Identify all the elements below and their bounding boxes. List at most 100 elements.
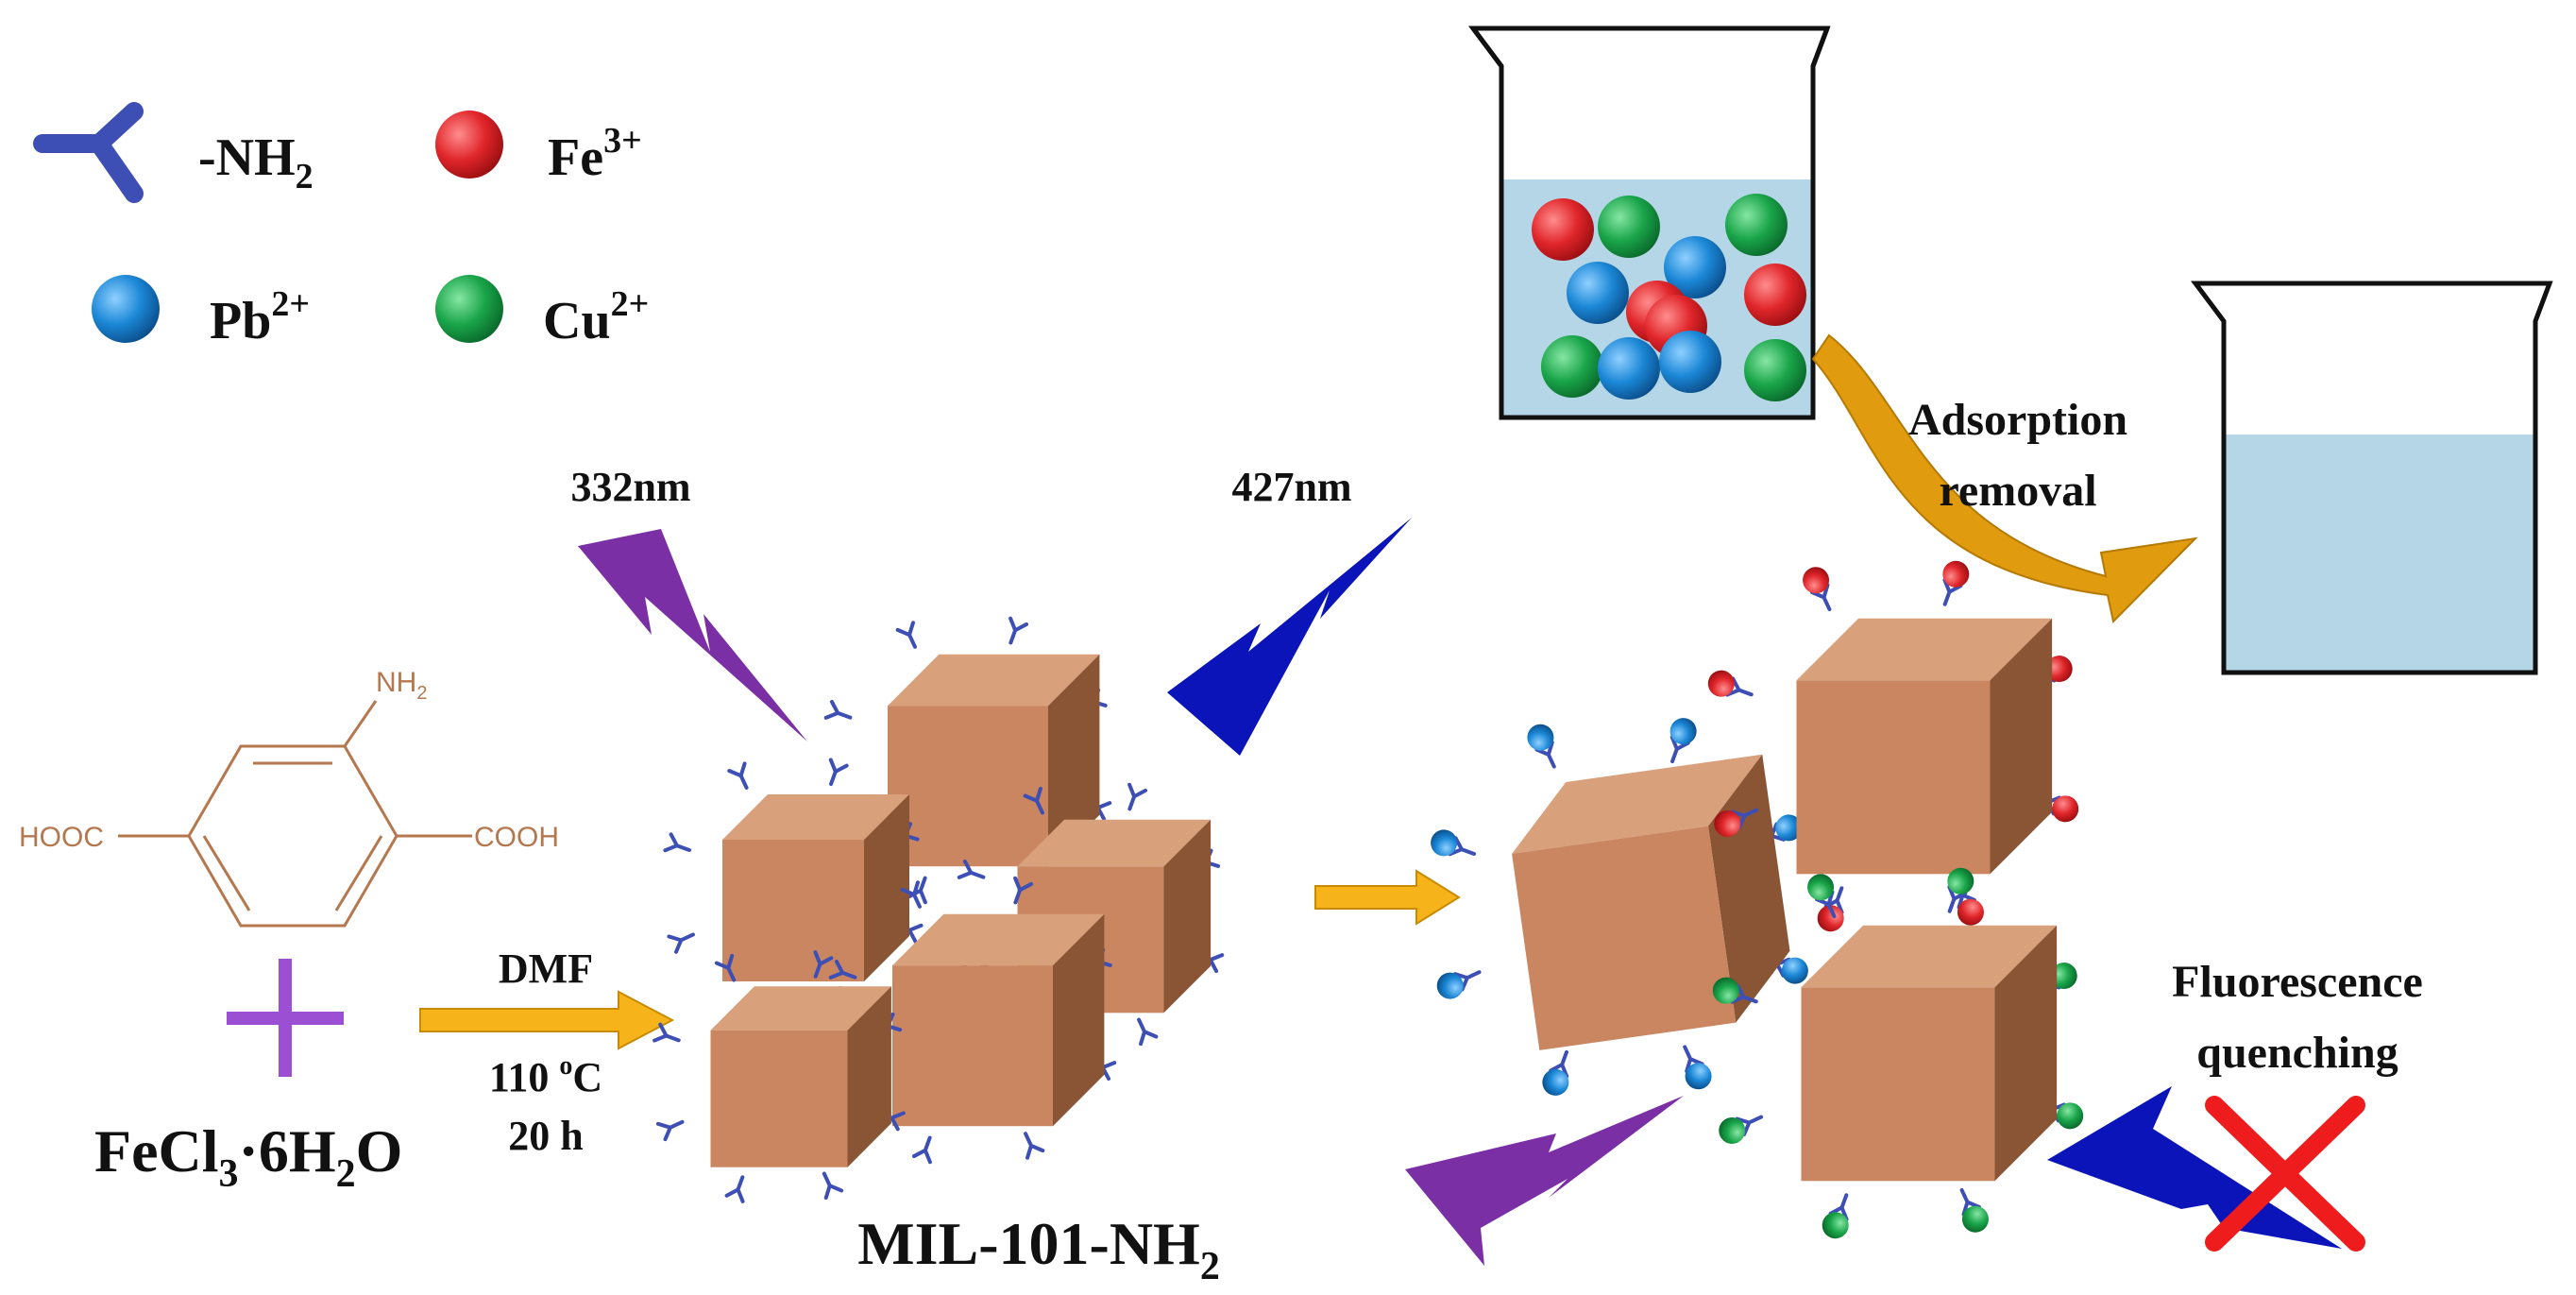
fe-ion	[1942, 560, 1970, 588]
fe-ion	[1957, 898, 1984, 926]
nh2-linker-icon	[1542, 1049, 1569, 1096]
mof-cube	[722, 794, 909, 981]
nh2-linker-icon	[813, 950, 834, 979]
fe-ion	[1803, 567, 1830, 594]
mof-cube	[1801, 925, 2058, 1182]
mof-cube	[892, 913, 1105, 1127]
fe-ion	[1532, 198, 1594, 261]
cu-ion	[1961, 1205, 1989, 1233]
nh2-linker-icon	[1013, 876, 1034, 905]
pb-ion	[1527, 724, 1554, 751]
pb-ion	[1431, 829, 1458, 857]
nh2-linker-icon	[1023, 786, 1044, 815]
excitation-light-bolt-icon	[578, 529, 807, 741]
pb-ion	[1598, 337, 1660, 400]
emission-light-bolt-icon	[1167, 518, 1412, 756]
pb-ion	[1542, 1068, 1569, 1096]
molecule-cooh-label: COOH	[474, 822, 559, 853]
mof-cube	[710, 986, 891, 1167]
nh2-linker-icon	[1436, 970, 1482, 999]
nh2-linker-icon	[724, 1175, 745, 1203]
adsorption-arrow	[1314, 869, 1461, 926]
nh2-linker-icon	[655, 1119, 685, 1142]
cu-ion	[1541, 335, 1603, 398]
nh2-linker-icon	[828, 758, 849, 787]
beaker-ions	[1532, 194, 1806, 401]
nh2-linker-icon	[1712, 977, 1758, 1004]
cu-legend-label: Cu2+	[543, 284, 649, 350]
pb-ion	[1775, 814, 1803, 842]
legend: -NH2 Fe3+ Pb2+ Cu2+	[33, 102, 649, 350]
emission-wavelength-label: 427nm	[1231, 464, 1351, 510]
time-label: 20 h	[508, 1113, 583, 1159]
nh2-linker-icon	[900, 880, 922, 909]
nh2-linker-icon	[727, 761, 749, 790]
beaker-clean	[2191, 281, 2553, 675]
synthesis-arrow	[419, 990, 675, 1050]
nh2-linker-icon	[1707, 670, 1754, 697]
nh2-linker-icon	[1137, 1017, 1159, 1047]
molecule-nh2-label: NH2	[376, 667, 427, 704]
pb-ion	[1685, 1063, 1712, 1090]
fe-ion	[2052, 795, 2079, 823]
pb-ion	[1781, 957, 1808, 984]
adsorption-label-line1: Adsorption	[1908, 395, 2127, 445]
cu-ion	[2057, 1102, 2084, 1130]
pb-ion	[1664, 236, 1726, 298]
nh2-linker-icon	[663, 832, 692, 853]
beaker-contaminated	[1468, 26, 1831, 420]
nh2-linker-icon	[907, 876, 927, 905]
nh2-linker-legend-icon	[33, 102, 144, 203]
quenching-label-line1: Fluorescence	[2172, 957, 2423, 1007]
fe-ion-legend-icon	[435, 111, 503, 179]
pb-ion	[1436, 972, 1464, 999]
fe-ion	[2045, 656, 2073, 683]
cu-ion	[1725, 194, 1788, 256]
mof-crystals	[652, 560, 2084, 1239]
cu-ion	[2050, 963, 2077, 990]
cu-ion	[1719, 1116, 1746, 1144]
cu-ion	[1947, 867, 1974, 895]
nh2-linker-icon	[1959, 1187, 1989, 1233]
fe-ion	[1744, 264, 1806, 326]
plus-icon	[227, 959, 344, 1077]
molecule-hooc-label: HOOC	[19, 822, 104, 853]
nh2-linker-icon	[911, 1135, 932, 1165]
quench-cross-icon	[2205, 1096, 2365, 1252]
adsorption-label-line2: removal	[1939, 466, 2096, 516]
fe-ion	[1714, 809, 1741, 837]
cu-ion	[1744, 339, 1806, 401]
cu-ion-legend-icon	[435, 275, 503, 343]
product-name-label: MIL-101-NH2	[857, 1210, 1220, 1288]
nh2-linker-icon	[1714, 808, 1759, 837]
cu-ion	[1712, 977, 1739, 1004]
nh2-linker-icon	[1719, 1115, 1764, 1144]
fe-ion	[1817, 905, 1844, 932]
pb-ion	[1669, 718, 1697, 745]
nh2-linker-icon	[1822, 1193, 1849, 1239]
mof-cube	[1796, 618, 2053, 875]
nh2-linker-icon	[1669, 718, 1697, 764]
pb-ion	[1659, 331, 1721, 393]
pb-legend-label: Pb2+	[210, 284, 310, 350]
excitation-light-bolt-bottom-icon	[1405, 1096, 1684, 1266]
adsorption-curved-arrow	[1811, 333, 2198, 624]
iron-chloride-label: FeCl3·6H2O	[94, 1117, 402, 1196]
nh2-linker-icon	[1947, 867, 1974, 913]
nh2-linker-icon	[714, 953, 737, 982]
excitation-wavelength-label: 332nm	[570, 464, 690, 510]
nh2-linker-icon	[895, 621, 917, 649]
nh2-linker-icon	[822, 1171, 844, 1201]
fe-ion	[1707, 670, 1735, 697]
nh2-linker-icon	[1431, 829, 1477, 857]
pb-ion	[1567, 262, 1629, 324]
nh2-linker-icon	[1527, 724, 1556, 769]
nh2-linker-icon	[1024, 1132, 1045, 1160]
temperature-label: 110 oC	[489, 1051, 602, 1100]
mof-cube	[888, 654, 1100, 867]
nh2-linker-icon	[1942, 560, 1970, 606]
nh2-linker-icon	[957, 859, 986, 879]
cu-ion	[1807, 874, 1835, 901]
nh2-linker-icon	[652, 1022, 681, 1043]
